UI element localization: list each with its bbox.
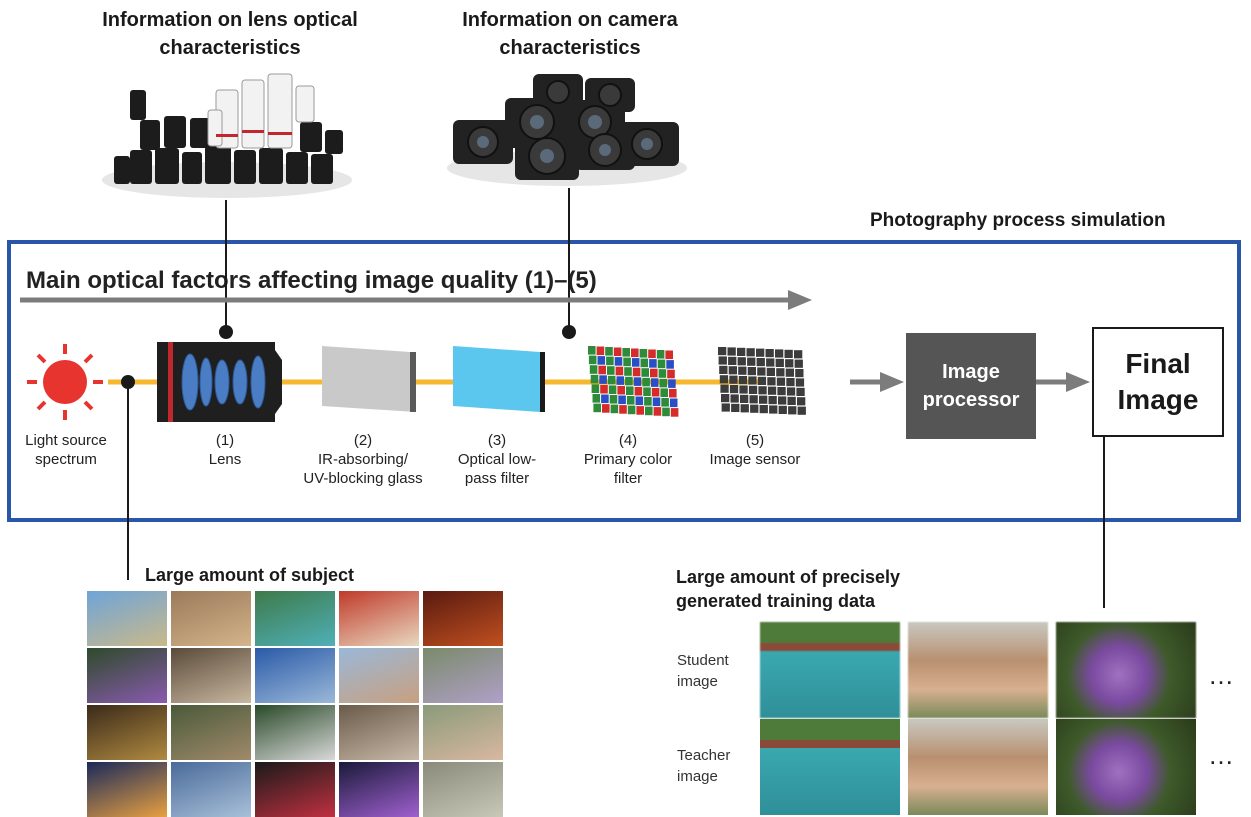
training-image-grid [760,622,1198,815]
camera-info-title: Information on camera characteristics [462,9,678,59]
lens-connector-dot [219,325,233,339]
ir-glass-icon [322,346,416,412]
training-title: Large amount of precisely generated trai… [676,567,901,611]
subject-title: Large amount of subject [145,565,355,585]
subject-thumbnail [255,591,335,646]
student-image [760,622,900,718]
subject-thumbnail [87,591,167,646]
teacher-image [1056,719,1196,815]
optical-factors-title: Main optical factors affecting image qua… [26,267,597,294]
subject-image-grid [87,591,507,817]
lens-icon [157,342,282,422]
student-image [908,622,1048,718]
subject-thumbnail [423,591,503,646]
teacher-image [908,719,1048,815]
lens-info-title: Information on lens optical characterist… [102,9,358,59]
subject-thumbnail [423,705,503,760]
subject-thumbnail [339,705,419,760]
subject-thumbnail [423,762,503,817]
light-source-label: Light source spectrum [25,432,107,468]
image-sensor-icon [718,347,806,415]
subject-thumbnail [171,762,251,817]
camera-connector-dot [562,325,576,339]
teacher-ellipsis: … [1208,740,1234,770]
subject-thumbnail [171,648,251,703]
subject-thumbnail [255,705,335,760]
lens-label: (1) Lens [208,432,242,468]
lens-collection-image [102,73,352,198]
subject-thumbnail [423,648,503,703]
subject-thumbnail [339,762,419,817]
subject-thumbnail [255,762,335,817]
subject-thumbnail [171,705,251,760]
subject-thumbnail [87,762,167,817]
teacher-label: Teacher image [677,747,731,785]
final-image-box: Final Image [1092,327,1224,437]
low-pass-filter-icon [453,346,545,412]
student-image [1056,622,1196,718]
teacher-image [760,719,900,815]
student-ellipsis: … [1208,660,1234,690]
image-sensor-label: (5) Image sensor [709,432,801,468]
subject-thumbnail [87,705,167,760]
student-label: Student image [677,652,729,690]
sun-icon [27,344,103,420]
simulation-title: Photography process simulation [870,210,1166,231]
ir-glass-label: (2) IR-absorbing/ UV-blocking glass [303,432,423,487]
subject-thumbnail [255,648,335,703]
primary-color-filter-icon [588,346,679,417]
low-pass-filter-label: (3) Optical low- pass filter [457,432,537,487]
primary-color-filter-label: (4) Primary color filter [583,432,673,487]
subject-thumbnail [339,648,419,703]
camera-collection-image [447,74,687,186]
subject-thumbnail [339,591,419,646]
image-processor-box: Image processor [906,333,1036,439]
subject-thumbnail [87,648,167,703]
subject-thumbnail [171,591,251,646]
